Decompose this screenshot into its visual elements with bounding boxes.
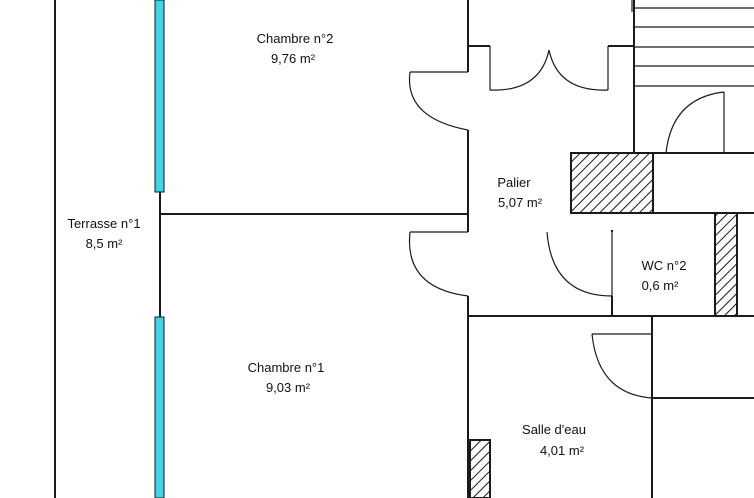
label-wc-2-area: 0,6 m² [642,278,680,293]
double-door-right-swing [548,49,609,91]
hatched-panel-salle-eau [469,439,491,498]
label-terrasse-1-area: 8,5 m² [86,236,124,251]
door-swing-chambre-1 [408,231,469,297]
label-palier-name: Palier [497,175,531,190]
hatched-panel-wc [714,212,738,317]
label-chambre-2-name: Chambre n°2 [257,31,334,46]
stair-door-swing [665,91,725,154]
label-terrasse-1-name: Terrasse n°1 [67,216,140,231]
window-chambre-2 [154,0,165,193]
hatched-column-palier [570,152,654,214]
label-salle-eau-area: 4,01 m² [540,443,585,458]
label-wc-2-name: WC n°2 [642,258,687,273]
label-chambre-1-area: 9,03 m² [266,380,311,395]
window-chambre-1 [154,316,165,498]
label-palier-area: 5,07 m² [498,195,543,210]
salle-eau-door-swing [591,333,653,399]
label-salle-eau-name: Salle d'eau [522,422,586,437]
wc-door-swing [546,231,613,297]
label-chambre-1-name: Chambre n°1 [248,360,325,375]
label-chambre-2-area: 9,76 m² [271,51,316,66]
double-door-left-swing [489,49,550,91]
door-swing-chambre-2 [408,71,469,131]
